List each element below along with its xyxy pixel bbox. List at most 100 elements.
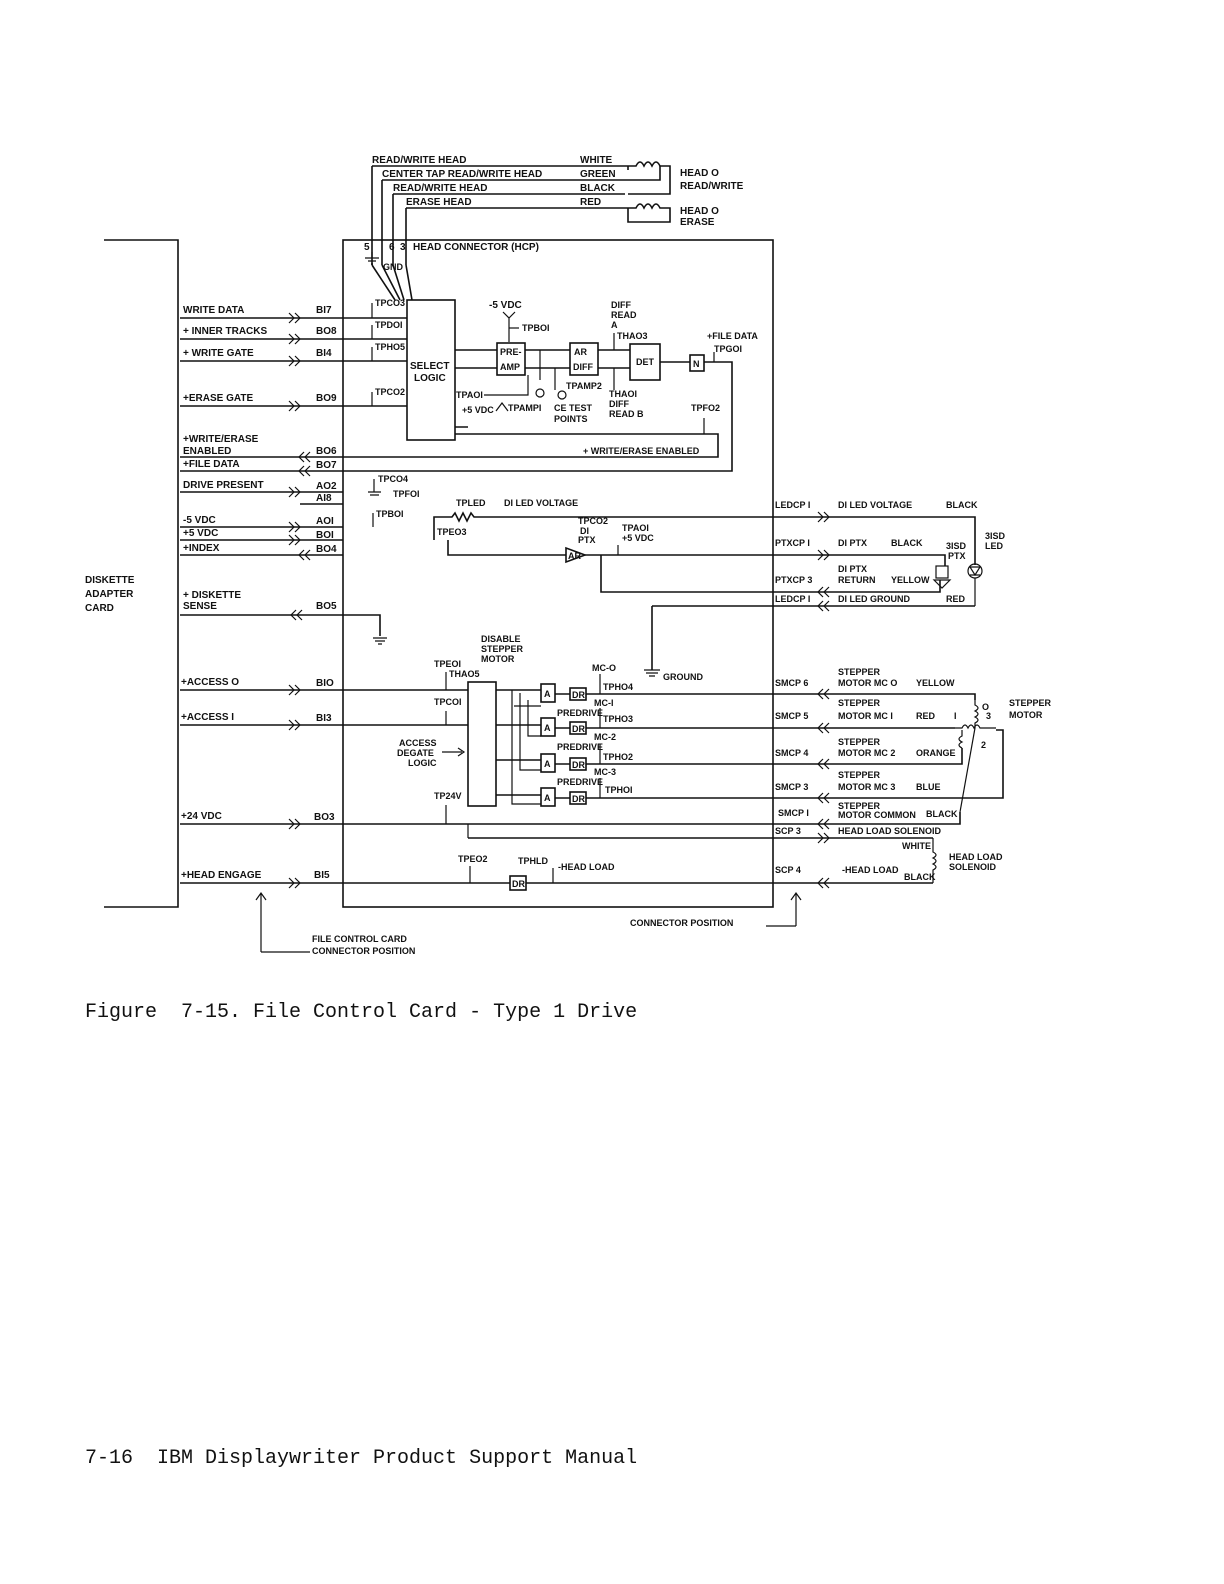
- rc-pin-6: SMCP 4: [775, 748, 808, 758]
- ar-diff-label-1: AR: [574, 347, 587, 357]
- rc-color-9: WHITE: [902, 841, 931, 851]
- ptx-label-1: 3ISD: [946, 541, 967, 551]
- gate-a-0: [540, 683, 556, 703]
- arrow-file-data: [298, 465, 311, 477]
- stepper-common: [959, 727, 976, 813]
- select-logic-label-1: SELECT: [410, 361, 449, 372]
- rc-arrow-1: [817, 549, 830, 561]
- diff-read-a-3: A: [611, 320, 618, 330]
- diff-read-a-1: DIFF: [611, 300, 631, 310]
- head-rw-label-2: READ/WRITE: [680, 181, 744, 192]
- sig-write-data: WRITE DATA: [183, 305, 244, 316]
- det-block: [629, 343, 661, 381]
- rc-color-8: BLACK: [926, 809, 958, 819]
- rc-desc-5b: MOTOR MC I: [838, 711, 893, 721]
- rc-desc-6a: STEPPER: [838, 737, 881, 747]
- pin-bi5: BI5: [314, 870, 330, 881]
- disable-stepper-1: DISABLE: [481, 634, 521, 644]
- rc-line-7: [773, 729, 1004, 799]
- solenoid-label-1: HEAD LOAD: [949, 852, 1003, 862]
- sig-drive-present: DRIVE PRESENT: [183, 480, 264, 491]
- head-wire-drops: [371, 166, 407, 265]
- head-erase-label-2: ERASE: [680, 217, 715, 228]
- head-erase-label-1: HEAD O: [680, 206, 719, 217]
- stepper-section: DISABLE STEPPER MOTOR TPEOI THAO5 TPCOI …: [397, 605, 975, 839]
- arrow-write-gate: [288, 355, 301, 367]
- rc-pin-0: LEDCP I: [775, 500, 810, 510]
- access-degate-block: [467, 681, 497, 807]
- sig-plus5: +5 VDC: [183, 528, 218, 539]
- rc-desc-0: DI LED VOLTAGE: [838, 500, 912, 510]
- head-wire-label-3: ERASE HEAD: [406, 197, 472, 208]
- tp-tpf01: TPFOI: [393, 489, 420, 499]
- rc-pin-1: PTXCP I: [775, 538, 810, 548]
- sig-index: +INDEX: [183, 543, 220, 554]
- hcp-pin-3: 3: [400, 242, 406, 253]
- rc-desc-8b: MOTOR COMMON: [838, 810, 916, 820]
- arrow-plus5: [288, 534, 301, 546]
- rc-pin-9: SCP 3: [775, 826, 801, 836]
- rc-desc-2b: RETURN: [838, 575, 876, 585]
- diff-read-a-2: READ: [611, 310, 637, 320]
- select-logic-label-2: LOGIC: [414, 373, 446, 384]
- ptx-symbol: [932, 579, 952, 589]
- ar-amp-label: AR: [568, 551, 581, 561]
- stepper-label-1: STEPPER: [1009, 698, 1052, 708]
- pin-bo5: BO5: [316, 601, 337, 612]
- rc-line-0: [773, 516, 976, 565]
- drivers-to-connector: [586, 693, 773, 799]
- rc-arrow-0: [817, 511, 830, 523]
- rc-color-7: BLUE: [916, 782, 941, 792]
- tp-tph01: TPHOI: [605, 785, 633, 795]
- hcp-pin-6: 6: [389, 242, 395, 253]
- tp-tph03: TPHO3: [603, 714, 633, 724]
- pin-bo1: BOI: [316, 530, 334, 541]
- rc-line-8: [773, 812, 961, 825]
- arrow-erase-gate: [288, 400, 301, 412]
- ground-symbol: [644, 669, 660, 677]
- preamp-label-1: PRE-: [500, 347, 522, 357]
- inverter-n-block: [689, 354, 705, 372]
- rc-pin-10: SCP 4: [775, 865, 801, 875]
- left-signals: WRITE DATA BI7 + INNER TRACKS BO8 + WRIT…: [180, 305, 468, 889]
- head-wire-color-3: RED: [580, 197, 601, 208]
- 24vdc-bus: [468, 823, 773, 839]
- tp-tpg01: TPGOI: [714, 344, 742, 354]
- rc-pin-7: SMCP 3: [775, 782, 808, 792]
- disable-stepper-3: MOTOR: [481, 654, 515, 664]
- line-diskette-sense: [180, 614, 381, 636]
- sig-24vdc: +24 VDC: [181, 811, 222, 822]
- rc-pin-5: SMCP 5: [775, 711, 808, 721]
- head-rw-label-1: HEAD O: [680, 168, 719, 179]
- preamp-block: [496, 342, 526, 376]
- ce-test-label-1: CE TEST: [554, 403, 593, 413]
- ptx-path: [447, 540, 773, 593]
- tp-tha03: THAO3: [617, 331, 648, 341]
- access-degate-1: ACCESS: [399, 738, 437, 748]
- sig-diskette-sense-2: SENSE: [183, 601, 217, 612]
- schematic-diagram: READ/WRITE HEAD WHITE CENTER TAP READ/WR…: [85, 155, 1052, 956]
- rc-line-2: [773, 580, 941, 593]
- pin-bo3: BO3: [314, 812, 335, 823]
- rc-color-3: RED: [946, 594, 966, 604]
- sig-erase-gate: +ERASE GATE: [183, 393, 253, 404]
- rc-color-0: BLACK: [946, 500, 978, 510]
- rc-pin-3: LEDCP I: [775, 594, 810, 604]
- stepper-winding-left: [958, 730, 964, 749]
- driver-dr-label-0: DR: [572, 690, 585, 700]
- pin-bi7: BI7: [316, 305, 332, 316]
- rc-line-6: [773, 748, 963, 765]
- minus5-arrow: [502, 311, 516, 342]
- gate-a-label-3: A: [544, 793, 551, 803]
- minus5-label: -5 VDC: [489, 300, 522, 311]
- head-wire-label-0: READ/WRITE HEAD: [372, 155, 466, 166]
- led-section: TPCO4 TPFOI TPBOI TPLED DI LED VOLTAGE T…: [368, 474, 773, 593]
- rc-line-1: [773, 554, 946, 566]
- head-wires: [382, 179, 625, 209]
- ce-test-point-2: [557, 390, 567, 400]
- rc-arrow-3: [817, 600, 830, 612]
- diskette-sense-ground: [373, 637, 387, 645]
- pin-bo7: BO7: [316, 460, 337, 471]
- arrow-index: [298, 549, 311, 561]
- pin-ai8: AI8: [316, 493, 332, 504]
